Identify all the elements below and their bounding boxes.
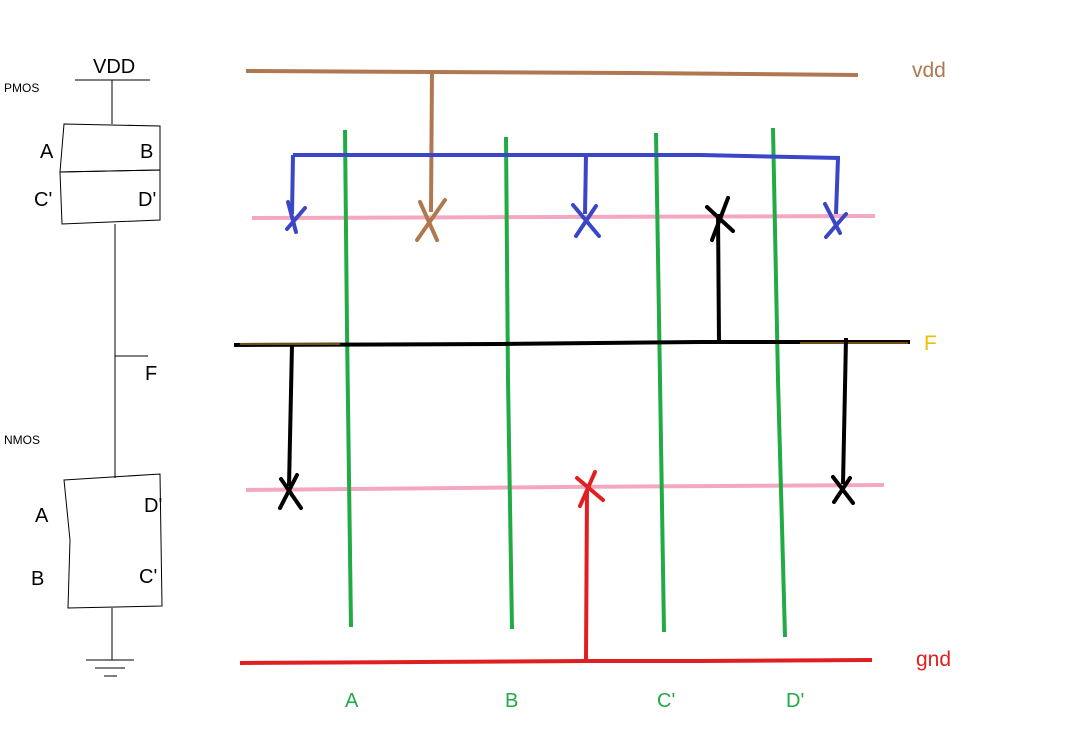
- poly-label-c-bar: C': [657, 690, 675, 712]
- poly-gate-c-bar: [654, 132, 666, 633]
- poly-label-a: A: [345, 690, 359, 712]
- pulldown-label-d-bar: D': [144, 495, 162, 517]
- metal-bus: [293, 153, 841, 160]
- metal-contact-cross-3: [823, 202, 848, 239]
- pullup-label-c-bar: C': [34, 189, 52, 211]
- schematic-output-label: F: [145, 363, 157, 385]
- poly-gate-a: [343, 129, 353, 628]
- pulldown-label-c-bar: C': [139, 566, 157, 588]
- poly-label-d-bar: D': [786, 690, 804, 712]
- pulldown-label-b: B: [31, 568, 44, 590]
- p-diffusion: [251, 214, 876, 220]
- output-tap-pmos: [716, 213, 721, 343]
- gnd-contact-cross: [575, 470, 605, 508]
- pullup-box-bottom: [59, 169, 161, 225]
- output-rail-label: F: [924, 332, 937, 355]
- pulldown-label-a: A: [35, 505, 49, 527]
- output-tap-nmos-left: [287, 344, 294, 487]
- pullup-label-a: A: [40, 141, 54, 163]
- n-diffusion: [245, 483, 885, 492]
- metal-contact-cross-1: [285, 200, 307, 234]
- pullup-label-d-bar: D': [138, 189, 156, 211]
- vdd-drop: [429, 69, 434, 213]
- poly-label-b: B: [505, 690, 518, 712]
- vdd-rail: [245, 69, 859, 77]
- output-contact-cross-nmos-right: [831, 475, 855, 505]
- cmos-schematic: [59, 79, 163, 677]
- metal-drop-3: [834, 157, 840, 215]
- output-tap-nmos-right: [841, 337, 848, 485]
- gnd-tap: [584, 489, 589, 662]
- metal-drop-2: [583, 154, 588, 215]
- gnd-rail: [239, 658, 873, 665]
- pullup-label-b: B: [140, 141, 153, 163]
- output-contact-cross-nmos-left: [278, 473, 303, 510]
- vdd-rail-label: vdd: [912, 59, 946, 82]
- gnd-rail-label: gnd: [916, 648, 951, 671]
- output-contact-cross-pmos: [705, 196, 735, 242]
- vdd-label: VDD: [93, 56, 135, 78]
- vdd-contact-cross: [415, 198, 447, 242]
- poly-gate-b: [504, 136, 514, 630]
- metal-contact-cross-2: [571, 203, 601, 238]
- nmos-label: NMOS: [4, 433, 40, 447]
- poly-gate-d-bar: [771, 127, 787, 638]
- pmos-label: PMOS: [4, 81, 39, 95]
- output-rail: [233, 340, 910, 347]
- metal-drop-1: [290, 154, 295, 215]
- pulldown-box: [63, 473, 163, 609]
